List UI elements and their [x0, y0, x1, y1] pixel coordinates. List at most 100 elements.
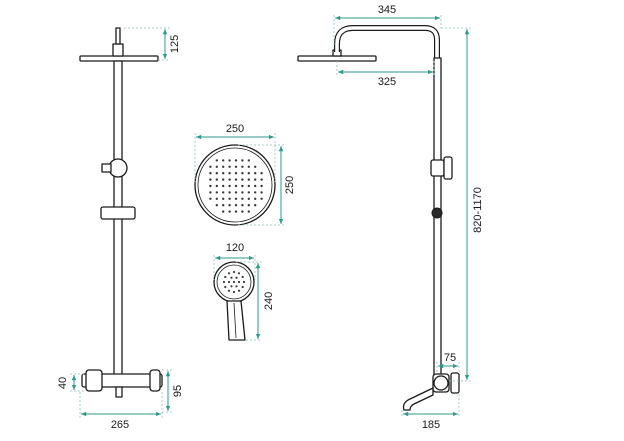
nozzle-dot — [234, 172, 238, 175]
hand-nozzle-dot — [237, 289, 241, 292]
nozzle-dot — [209, 184, 212, 188]
hand-nozzle-dot — [230, 276, 233, 279]
nozzle-dot — [215, 191, 218, 194]
front-diverter-lever — [101, 163, 112, 173]
head-nozzle-grid — [209, 159, 263, 213]
front-view: 125 40 95 265 — [57, 27, 184, 431]
hand-nozzle-dot — [232, 270, 236, 274]
side-curved-arm — [334, 25, 440, 60]
hand-shower-view: 120 240 — [213, 242, 275, 341]
hand-shower-nozzles — [222, 270, 246, 294]
nozzle-dot — [247, 184, 250, 188]
side-bath-spout — [402, 387, 434, 411]
front-head-connector — [112, 43, 124, 57]
side-diverter-knob — [443, 156, 453, 180]
nozzle-dot — [260, 184, 263, 188]
dim-label-240: 240 — [263, 292, 275, 310]
nozzle-dot — [228, 165, 231, 168]
nozzle-dot — [215, 197, 218, 200]
nozzle-dot — [228, 210, 231, 213]
dim-label-head-height: 250 — [284, 176, 296, 194]
hand-nozzle-dot — [227, 280, 231, 284]
hand-nozzle-dot — [235, 285, 238, 288]
nozzle-dot — [228, 197, 231, 200]
side-mixer-knob — [450, 372, 460, 394]
nozzle-dot — [228, 204, 231, 207]
nozzle-dot — [241, 204, 244, 207]
nozzle-dot — [228, 178, 231, 181]
dim-label-125: 125 — [169, 35, 181, 53]
nozzle-dot — [215, 159, 218, 162]
nozzle-dot — [254, 165, 257, 168]
nozzle-dot — [241, 210, 244, 213]
nozzle-dot — [254, 172, 257, 175]
dim-label-265: 265 — [111, 419, 129, 431]
hand-nozzle-dot — [230, 285, 233, 288]
side-slider — [431, 207, 443, 219]
front-arm-stub — [115, 27, 121, 45]
dim-label-75: 75 — [444, 352, 456, 364]
nozzle-dot — [209, 191, 212, 194]
nozzle-dot — [222, 184, 225, 188]
hand-nozzle-dot — [232, 280, 236, 284]
nozzle-dot — [260, 178, 263, 181]
nozzle-dot — [254, 178, 257, 181]
nozzle-dot — [241, 165, 244, 168]
hand-shower-handle — [226, 300, 246, 341]
nozzle-dot — [222, 165, 225, 168]
nozzle-dot — [241, 191, 244, 194]
dim-label-95: 95 — [172, 385, 184, 397]
nozzle-dot — [222, 204, 225, 207]
nozzle-dot — [241, 184, 244, 188]
front-riser-pipe — [113, 60, 123, 382]
hand-nozzle-dot — [224, 275, 227, 279]
hand-nozzle-dot — [241, 275, 244, 279]
nozzle-dot — [215, 172, 218, 175]
nozzle-dot — [209, 172, 212, 175]
dim-label-325: 325 — [378, 76, 396, 88]
nozzle-dot — [234, 184, 238, 188]
nozzle-dot — [234, 159, 238, 162]
front-mixer-right-handle — [149, 369, 161, 392]
dim-label-head-width: 250 — [226, 123, 244, 135]
nozzle-dot — [215, 204, 218, 207]
hand-nozzle-dot — [227, 272, 231, 275]
nozzle-dot — [215, 165, 218, 168]
hand-nozzle-dot — [232, 290, 236, 294]
nozzle-dot — [247, 191, 250, 194]
nozzle-dot — [254, 204, 257, 207]
nozzle-dot — [254, 197, 257, 200]
round-head-face — [194, 144, 276, 226]
nozzle-dot — [222, 197, 225, 200]
hand-nozzle-dot — [241, 285, 244, 289]
nozzle-dot — [254, 191, 257, 194]
dim-label-185: 185 — [422, 419, 440, 431]
nozzle-dot — [234, 191, 238, 194]
hand-nozzle-dot — [237, 280, 241, 284]
side-view: 345 325 820-1170 75 185 — [297, 4, 484, 431]
nozzle-dot — [234, 210, 238, 213]
nozzle-dot — [247, 165, 250, 168]
nozzle-dot — [247, 159, 250, 162]
front-head-plate — [79, 55, 159, 62]
nozzle-dot — [222, 191, 225, 194]
nozzle-dot — [247, 204, 250, 207]
dim-label-120: 120 — [226, 242, 244, 254]
hand-nozzle-dot — [224, 285, 227, 289]
round-head-rim — [197, 147, 273, 223]
hand-nozzle-dot — [242, 280, 246, 284]
dim-label-820-1170: 820-1170 — [472, 187, 484, 233]
front-mixer-outlet — [115, 386, 123, 398]
nozzle-dot — [247, 197, 250, 200]
nozzle-dot — [209, 165, 212, 168]
nozzle-dot — [215, 178, 218, 181]
nozzle-dot — [234, 178, 238, 181]
nozzle-dot — [209, 178, 212, 181]
nozzle-dot — [234, 204, 238, 207]
hand-nozzle-dot — [237, 272, 241, 275]
hand-nozzle-dot — [222, 280, 226, 284]
dim-label-345: 345 — [378, 4, 396, 16]
front-mixer-left-handle — [85, 369, 103, 392]
dim-label-40: 40 — [57, 377, 69, 389]
